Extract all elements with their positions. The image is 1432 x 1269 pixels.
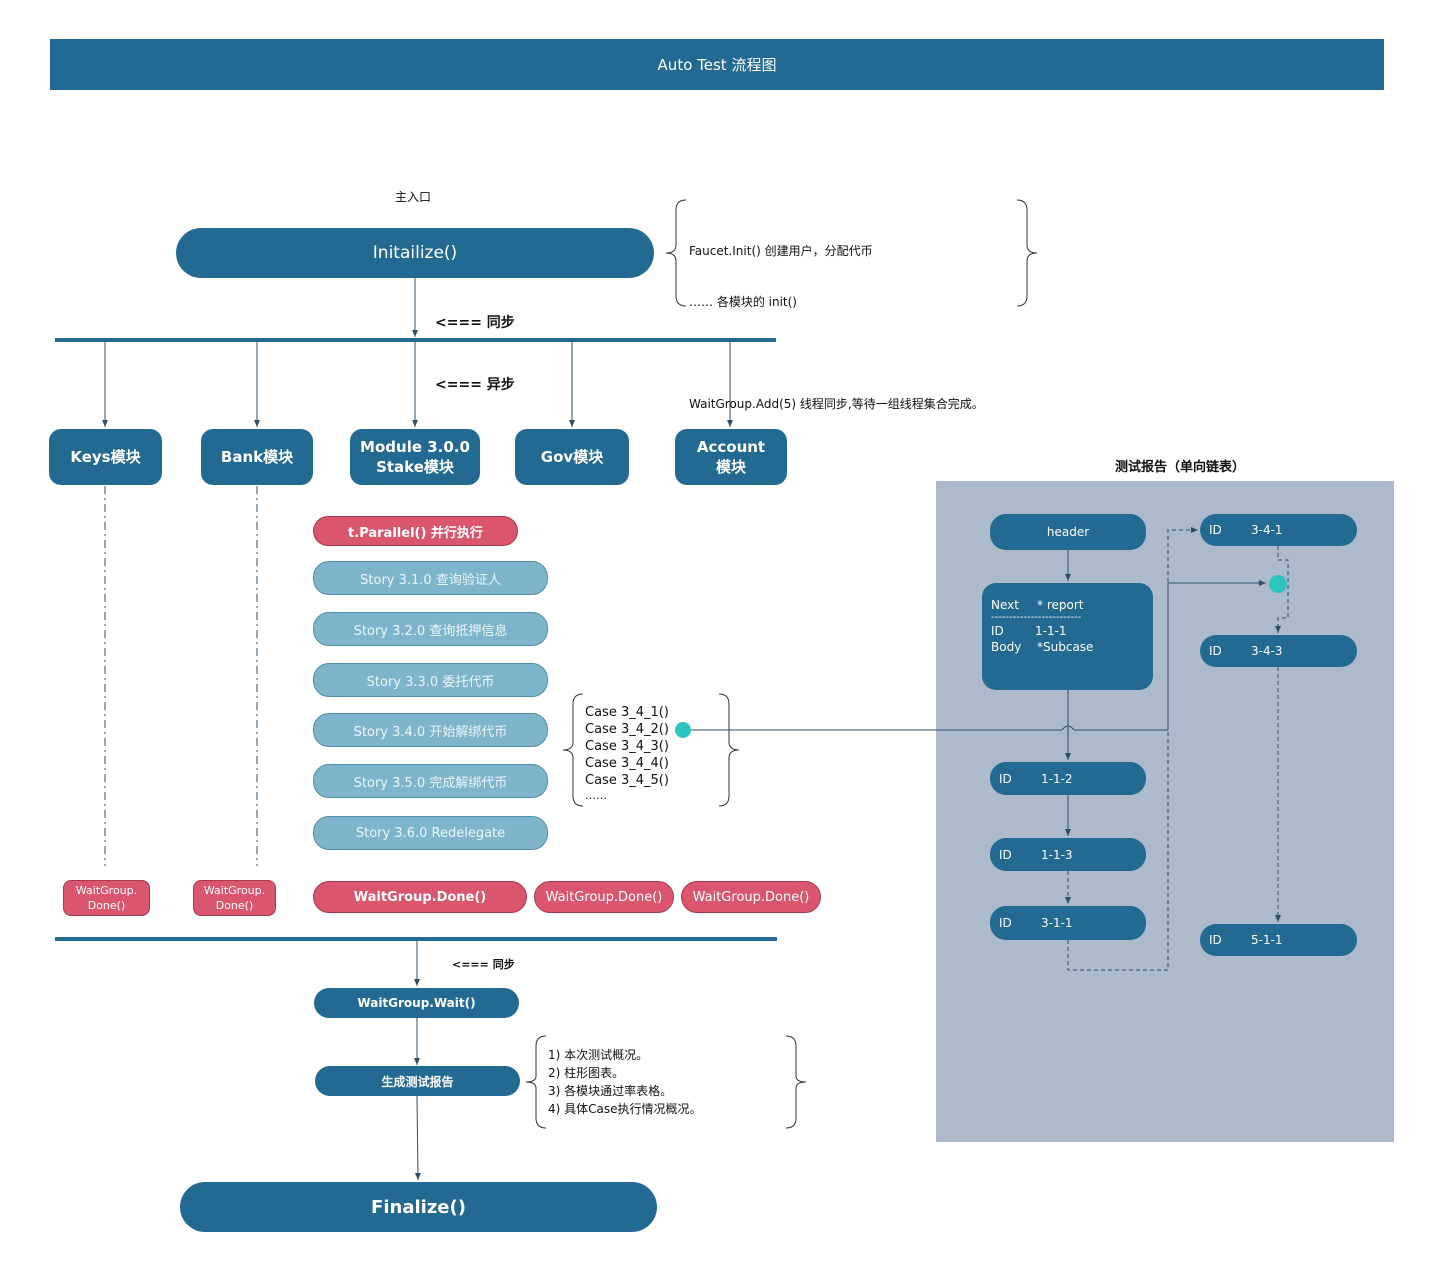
node-id-label: ID <box>999 916 1012 930</box>
list-node-1-1-3[interactable]: ID 1-1-3 <box>990 838 1146 871</box>
report-notes: 1) 本次测试概况。 2) 柱形图表。 3) 各模块通过率表格。 4) 具体Ca… <box>548 1046 702 1118</box>
struct-body-label: Body <box>991 640 1022 654</box>
module-gov[interactable]: Gov模块 <box>515 429 629 485</box>
story-3-4-0[interactable]: Story 3.4.0 开始解绑代币 <box>313 713 548 747</box>
report-note-4: 4) 具体Case执行情况概况。 <box>548 1102 702 1116</box>
module-account[interactable]: Account 模块 <box>675 429 787 485</box>
node-id-value: 1-1-2 <box>1041 771 1073 786</box>
sync-label-2: <=== 同步 <box>452 958 515 971</box>
entry-label: 主入口 <box>395 190 432 204</box>
story-3-5-0[interactable]: Story 3.5.0 完成解绑代币 <box>313 764 548 798</box>
init-notes: Faucet.Init() 创建用户，分配代币 …… 各模块的 init() W… <box>689 209 984 430</box>
case-list: Case 3_4_1() Case 3_4_2() Case 3_4_3() C… <box>585 704 669 803</box>
report-note-1: 1) 本次测试概况。 <box>548 1048 649 1062</box>
list-header-node[interactable]: header <box>990 514 1146 550</box>
list-node-5-1-1[interactable]: ID 5-1-1 <box>1200 924 1357 956</box>
node-id-value: 1-1-3 <box>1041 847 1073 862</box>
module-bank[interactable]: Bank模块 <box>201 429 313 485</box>
list-node-1-1-2[interactable]: ID 1-1-2 <box>990 762 1146 795</box>
waitgroup-wait-node[interactable]: WaitGroup.Wait() <box>314 988 519 1018</box>
done-stake[interactable]: WaitGroup.Done() <box>313 881 527 913</box>
node-id-value: 3-4-3 <box>1251 644 1283 658</box>
report-note-2: 2) 柱形图表。 <box>548 1066 625 1080</box>
node-id-label: ID <box>1209 933 1222 947</box>
sync-bar-top <box>55 338 776 342</box>
initialize-node[interactable]: Initailize() <box>176 228 654 278</box>
done-keys[interactable]: WaitGroup. Done() <box>63 880 150 916</box>
case-3-4-5[interactable]: Case 3_4_5() <box>585 773 669 788</box>
init-note-4: WaitGroup.Add(5) 线程同步,等待一组线程集合完成。 <box>689 397 984 411</box>
case-3-4-3[interactable]: Case 3_4_3() <box>585 739 669 754</box>
story-3-2-0[interactable]: Story 3.2.0 查询抵押信息 <box>313 612 548 646</box>
page-title: Auto Test 流程图 <box>50 39 1384 90</box>
case-3-4-2[interactable]: Case 3_4_2() <box>585 722 669 737</box>
struct-body-value: *Subcase <box>1037 640 1094 654</box>
done-account[interactable]: WaitGroup.Done() <box>681 881 821 913</box>
done-bank[interactable]: WaitGroup. Done() <box>193 880 276 916</box>
module-keys[interactable]: Keys模块 <box>49 429 162 485</box>
node-id-value: 5-1-1 <box>1251 933 1283 947</box>
init-note-2: …… 各模块的 init() <box>689 295 797 309</box>
parallel-node[interactable]: t.Parallel() 并行执行 <box>313 516 518 546</box>
report-note-3: 3) 各模块通过率表格。 <box>548 1084 673 1098</box>
init-note-1: Faucet.Init() 创建用户，分配代币 <box>689 244 873 258</box>
story-3-6-0[interactable]: Story 3.6.0 Redelegate <box>313 816 548 850</box>
node-id-value: 3-1-1 <box>1041 916 1073 930</box>
sync-label: <=== 同步 <box>435 315 515 331</box>
linked-list-title: 测试报告（单向链表） <box>1114 460 1245 475</box>
story-3-3-0[interactable]: Story 3.3.0 委托代币 <box>313 663 548 697</box>
sync-bar-bottom <box>55 937 777 941</box>
struct-id-value: 1-1-1 <box>1035 624 1067 638</box>
node-id-label: ID <box>999 847 1012 862</box>
case-more: …… <box>585 789 607 802</box>
link-dot-left <box>675 722 691 738</box>
struct-divider: ------------------------- <box>991 613 1081 623</box>
story-3-1-0[interactable]: Story 3.1.0 查询验证人 <box>313 561 548 595</box>
list-node-3-4-3[interactable]: ID 3-4-3 <box>1200 635 1357 667</box>
done-gov[interactable]: WaitGroup.Done() <box>534 881 674 913</box>
init-note-3 <box>689 345 984 362</box>
list-node-3-4-1[interactable]: ID 3-4-1 <box>1200 514 1357 546</box>
node-id-label: ID <box>999 771 1012 786</box>
async-label: <=== 异步 <box>435 377 515 393</box>
struct-id-label: ID <box>991 624 1004 638</box>
node-id-label: ID <box>1209 644 1222 658</box>
case-3-4-4[interactable]: Case 3_4_4() <box>585 756 669 771</box>
struct-next-value: * report <box>1037 598 1084 612</box>
finalize-node[interactable]: Finalize() <box>180 1182 657 1232</box>
generate-report-node[interactable]: 生成测试报告 <box>315 1066 520 1096</box>
node-id-label: ID <box>1209 523 1222 537</box>
list-node-3-1-1[interactable]: ID 3-1-1 <box>990 906 1146 940</box>
module-stake[interactable]: Module 3.0.0 Stake模块 <box>350 429 480 485</box>
list-struct-node[interactable]: Next * report ------------------------- I… <box>982 583 1153 690</box>
node-id-value: 3-4-1 <box>1251 523 1283 537</box>
link-dot-right <box>1269 575 1287 593</box>
struct-next-label: Next <box>991 598 1019 612</box>
case-3-4-1[interactable]: Case 3_4_1() <box>585 705 669 720</box>
